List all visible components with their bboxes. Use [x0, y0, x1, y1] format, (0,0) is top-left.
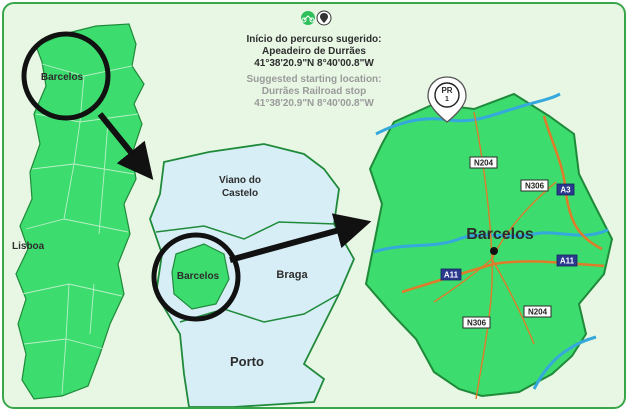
barcelos-town-marker: [490, 247, 498, 255]
neiva-river: [375, 92, 561, 136]
zoom-arrow-1: [97, 112, 154, 181]
region-label-braga: Braga: [276, 269, 308, 281]
region-label-porto: Porto: [230, 354, 264, 369]
barcelos-district-fill: [171, 243, 230, 310]
zoom-arrow-2: [229, 213, 372, 263]
svg-text:A11: A11: [444, 271, 459, 280]
portugal-district-lines: [21, 63, 139, 395]
este-river: [532, 335, 597, 390]
portugal-map: Barcelos Lisboa: [12, 23, 145, 400]
svg-text:A3: A3: [560, 186, 571, 195]
barcelos-highlight-circle: [21, 31, 111, 121]
municipality-title: Barcelos: [466, 226, 534, 243]
highway-label-a3: A3: [556, 183, 575, 196]
cyclist-icon: [301, 11, 315, 25]
svg-text:N204: N204: [474, 159, 494, 168]
district-border-lines: [155, 221, 340, 323]
road-label-n204-north: N204: [469, 156, 498, 169]
district-region: [149, 143, 356, 407]
start-heading-pt: Início do percurso sugerido:: [246, 34, 381, 45]
pr1-start-pin: PR 1: [427, 76, 467, 123]
svg-text:PR: PR: [441, 86, 452, 95]
portugal-highlight-label: Barcelos: [41, 72, 84, 83]
highway-label-a11-east: A11: [556, 254, 578, 267]
start-place-en: Durrães Railroad stop: [262, 86, 366, 97]
start-info: Início do percurso sugerido: Apeadeiro d…: [246, 10, 382, 109]
start-coords-en: 41°38'20.9"N 8°40'00.8"W: [254, 98, 374, 109]
svg-text:1: 1: [445, 96, 449, 103]
location-pin-icon: [316, 10, 332, 26]
district-highlight-label: Barcelos: [177, 271, 220, 282]
cavado-river: [373, 228, 609, 254]
barcelos-district-circle: [151, 232, 241, 322]
svg-text:N306: N306: [525, 182, 545, 191]
road-label-n306-south: N306: [462, 316, 491, 329]
svg-text:A11: A11: [560, 257, 575, 266]
road-label-n204-south: N204: [523, 305, 552, 318]
start-place-pt: Apeadeiro de Durrães: [262, 46, 366, 57]
highway-label-a11-west: A11: [440, 268, 462, 281]
svg-text:N306: N306: [467, 319, 487, 328]
municipality-land: [364, 92, 614, 398]
lisboa-label: Lisboa: [12, 241, 45, 252]
start-heading-en: Suggested starting location:: [246, 74, 381, 85]
municipality-map: Barcelos N204 N306 N306 N204 A3 A11 A11: [364, 76, 614, 400]
svg-text:N204: N204: [528, 308, 548, 317]
road-label-n306-north: N306: [520, 179, 549, 192]
start-coords-pt: 41°38'20.9"N 8°40'00.8"W: [254, 58, 374, 69]
